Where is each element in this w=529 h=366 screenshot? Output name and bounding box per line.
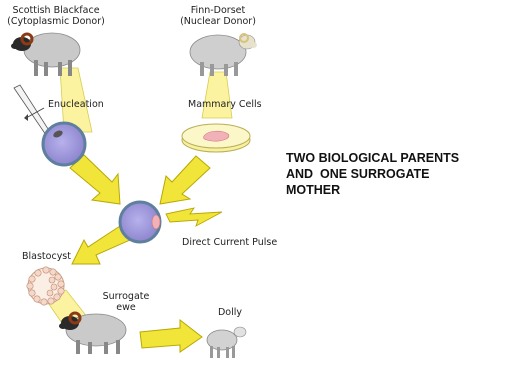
donor1-label-line1: Scottish Blackface xyxy=(12,5,99,16)
donor2-label-line2: (Nuclear Donor) xyxy=(180,16,256,27)
surrogate-label-line2: ewe xyxy=(116,302,136,313)
blastocyst-label: Blastocyst xyxy=(22,251,71,262)
lamb-icon xyxy=(207,327,246,358)
lightning-bolt-icon xyxy=(166,208,222,226)
arrow-surrogate-to-dolly xyxy=(140,320,202,352)
blastocyst-icon xyxy=(27,267,64,305)
black-faced-sheep-icon xyxy=(11,33,80,76)
heading-line2: AND ONE SURROGATE xyxy=(286,166,526,182)
arrow-egg-to-fused xyxy=(70,155,120,204)
fused-cell-icon xyxy=(120,202,160,242)
surrogate-sheep-icon xyxy=(59,313,126,354)
egg-cell-icon xyxy=(43,123,85,165)
heading-line1: TWO BIOLOGICAL PARENTS xyxy=(286,150,526,166)
beam-donor2-to-dish xyxy=(202,72,232,118)
surrogate-label-line1: Surrogate xyxy=(103,291,150,302)
pulse-label: Direct Current Pulse xyxy=(182,237,277,248)
heading: TWO BIOLOGICAL PARENTS AND ONE SURROGATE… xyxy=(286,150,526,198)
donor2-label-line1: Finn-Dorset xyxy=(191,5,246,16)
dolly-label: Dolly xyxy=(218,307,242,318)
petri-dish-icon xyxy=(182,124,250,152)
donor1-label-line2: (Cytoplasmic Donor) xyxy=(7,16,105,27)
arrow-dish-to-fused xyxy=(160,156,210,204)
enucleation-label: Enucleation xyxy=(48,99,104,110)
heading-line3: MOTHER xyxy=(286,182,526,198)
pipette-icon xyxy=(14,85,50,135)
white-faced-sheep-icon xyxy=(190,34,257,76)
mammary-label: Mammary Cells xyxy=(188,99,262,110)
